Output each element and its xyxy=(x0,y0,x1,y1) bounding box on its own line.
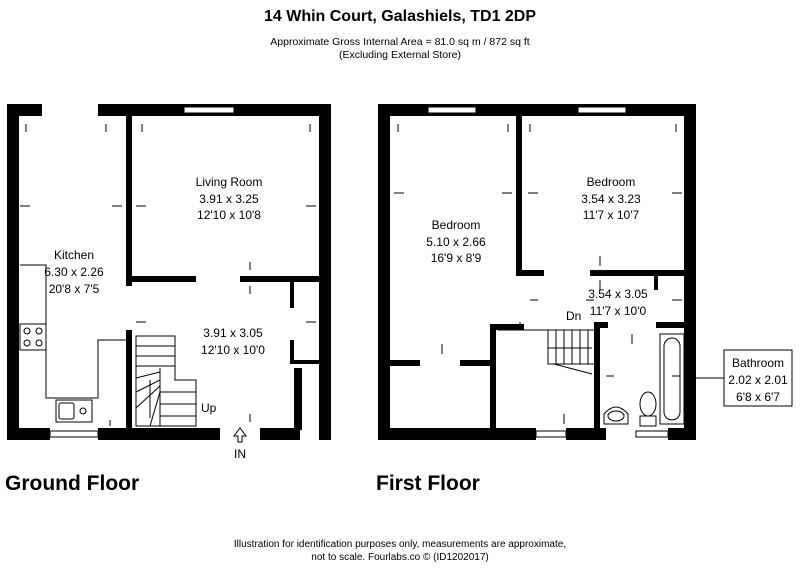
disclaimer-line-2: not to scale. Fourlabs.co © (ID1202017) xyxy=(311,552,489,563)
living-room-imperial: 12'10 x 10'8 xyxy=(197,208,261,222)
first-floor-plan: Bedroom 5.10 x 2.66 16'9 x 8'9 Bedroom 3… xyxy=(378,104,793,440)
gross-area-text: Approximate Gross Internal Area = 81.0 s… xyxy=(270,36,530,48)
entrance-label: IN xyxy=(234,447,246,461)
gf-wall xyxy=(98,428,220,440)
window xyxy=(535,430,567,438)
ff-wall xyxy=(566,428,606,440)
ff-wall xyxy=(590,270,686,276)
dimension-arrows xyxy=(20,124,316,426)
gf-wall xyxy=(290,282,294,308)
ff-staircase xyxy=(498,329,594,375)
exclusion-note: (Excluding External Store) xyxy=(339,49,461,61)
disclaimer-line-1: Illustration for identification purposes… xyxy=(233,539,567,550)
property-address-title: 14 Whin Court, Galashiels, TD1 2DP xyxy=(263,8,537,25)
living-room-metric: 3.91 x 3.25 xyxy=(199,192,259,206)
ff-wall xyxy=(594,322,600,428)
landing-metric: 3.54 x 3.05 xyxy=(588,287,648,301)
bathroom-metric: 2.02 x 2.01 xyxy=(728,373,788,387)
gf-wall xyxy=(319,104,331,440)
gf-stairs-label: Up xyxy=(201,401,217,415)
ff-wall xyxy=(654,276,658,290)
ff-wall xyxy=(390,360,420,366)
kitchen-imperial: 20'8 x 7'5 xyxy=(49,282,100,296)
hob-ring-icon xyxy=(35,327,43,335)
gf-wall xyxy=(240,276,320,282)
window xyxy=(427,106,477,114)
gf-wall xyxy=(290,340,294,364)
window xyxy=(635,430,669,438)
window xyxy=(183,106,235,114)
gf-wall xyxy=(260,428,300,440)
ff-wall xyxy=(378,104,390,440)
ff-wall xyxy=(594,322,608,328)
hob-ring-icon xyxy=(23,327,31,335)
living-room-name: Living Room xyxy=(196,175,263,189)
ff-stairs-label: Dn xyxy=(566,309,581,323)
window xyxy=(577,106,627,114)
bedroom-right-imperial: 11'7 x 10'7 xyxy=(583,208,640,222)
gf-wall xyxy=(126,330,132,428)
ff-wall xyxy=(490,324,496,428)
hob-icon xyxy=(19,323,47,351)
bathroom-imperial: 6'8 x 6'7 xyxy=(736,390,780,404)
ff-wall xyxy=(668,428,696,440)
window xyxy=(49,430,99,438)
bedroom-left-imperial: 16'9 x 8'9 xyxy=(431,251,482,265)
gf-wall xyxy=(126,276,196,282)
washbasin-icon xyxy=(603,406,629,425)
first-floor-heading: First Floor xyxy=(376,472,480,495)
ground-floor-plan: Kitchen 6.30 x 2.26 20'8 x 7'5 Living Ro… xyxy=(7,104,331,461)
sink-bowl-icon xyxy=(58,402,75,420)
ff-wall xyxy=(516,270,544,276)
gf-wall xyxy=(7,104,19,440)
ff-wall xyxy=(490,324,524,330)
bedroom-right-metric: 3.54 x 3.23 xyxy=(581,192,641,206)
landing-imperial: 11'7 x 10'0 xyxy=(590,304,647,318)
ff-wall xyxy=(460,360,496,366)
hall-metric: 3.91 x 3.05 xyxy=(203,326,263,340)
ff-wall xyxy=(516,116,522,276)
gf-wall xyxy=(7,428,50,440)
kitchen-name: Kitchen xyxy=(54,248,94,262)
hob-ring-icon xyxy=(23,339,31,347)
drain-icon xyxy=(79,407,87,415)
ff-wall xyxy=(378,104,696,116)
ff-wall xyxy=(656,322,686,328)
ff-wall xyxy=(378,428,536,440)
ground-floor-heading: Ground Floor xyxy=(5,472,140,495)
gf-staircase xyxy=(135,335,197,427)
toilet-icon xyxy=(639,391,657,427)
gf-wall xyxy=(126,116,132,286)
bedroom-left-metric: 5.10 x 2.66 xyxy=(426,235,486,249)
kitchen-worktop xyxy=(20,264,126,399)
bath-icon xyxy=(659,333,685,425)
hall-imperial: 12'10 x 10'0 xyxy=(201,343,265,357)
ff-wall xyxy=(684,104,696,440)
kitchen-metric: 6.30 x 2.26 xyxy=(44,265,104,279)
hob-ring-icon xyxy=(35,339,43,347)
dimension-arrows xyxy=(394,124,682,424)
entrance-arrow-icon xyxy=(233,427,247,443)
bedroom-right-name: Bedroom xyxy=(587,175,636,189)
gf-wall xyxy=(294,368,302,430)
bedroom-left-name: Bedroom xyxy=(432,218,481,232)
gf-wall xyxy=(294,360,319,364)
bathroom-name: Bathroom xyxy=(732,356,784,370)
